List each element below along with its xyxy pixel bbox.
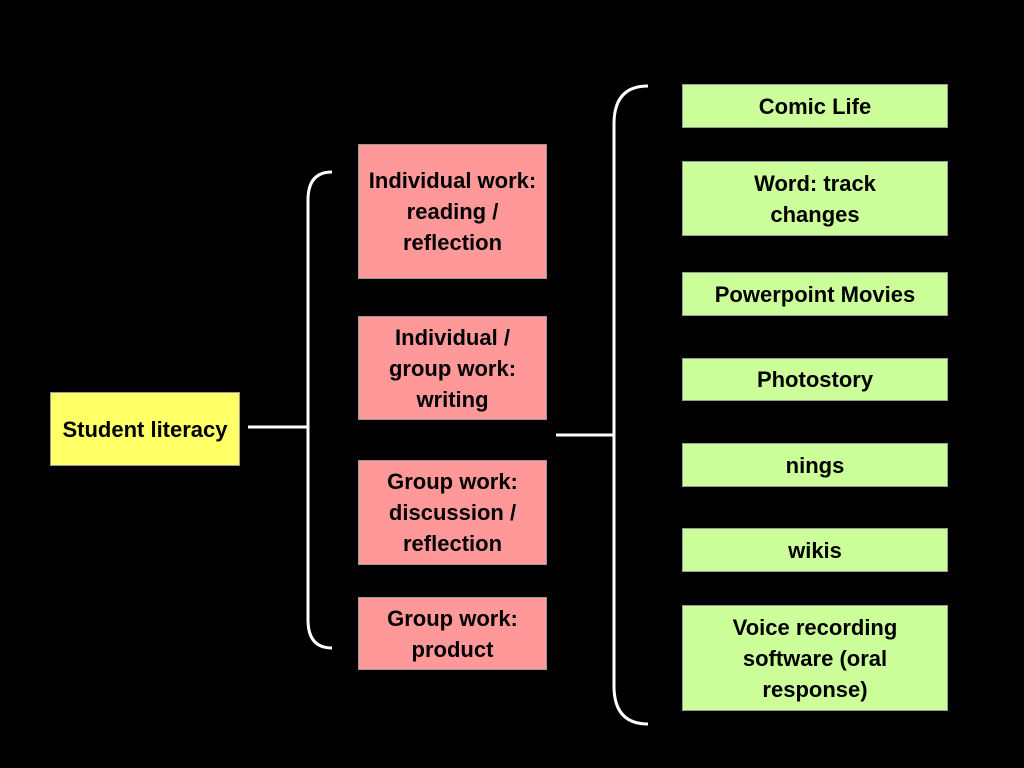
- tool-wikis-node: wikis: [682, 528, 948, 572]
- activity-label: Group work: discussion / reflection: [387, 469, 518, 556]
- activities-brace: [306, 170, 333, 650]
- tool-voice-recording-node: Voice recording software (oral response): [682, 605, 948, 711]
- tool-word-track-changes-node: Word: track changes: [682, 161, 948, 236]
- activity-label: Group work: product: [387, 605, 518, 662]
- activity-product-node: Group work: product: [358, 597, 547, 670]
- tool-comic-life-node: Comic Life: [682, 84, 948, 128]
- activity-label: Individual / group work: writing: [388, 324, 517, 412]
- tool-photostory-node: Photostory: [682, 358, 948, 401]
- student-literacy-node: Student literacy: [50, 392, 240, 466]
- activity-individual-reading-node: Individual work: reading / reflection: [358, 144, 547, 279]
- activity-writing-node: Individual / group work: writing: [358, 316, 547, 420]
- tool-label: wikis: [788, 537, 842, 563]
- tool-label: Powerpoint Movies: [714, 281, 916, 307]
- tool-label: nings: [785, 452, 845, 478]
- activity-discussion-node: Group work: discussion / reflection: [358, 460, 547, 565]
- tool-label: Photostory: [756, 367, 874, 392]
- tools-brace: [612, 84, 649, 726]
- tool-label: Voice recording software (oral response): [732, 614, 898, 702]
- tool-label: Word: track changes: [754, 170, 876, 227]
- student-literacy-label: Student literacy: [62, 416, 228, 442]
- tool-nings-node: nings: [682, 443, 948, 487]
- activity-label: Individual work: reading / reflection: [368, 168, 537, 255]
- tool-powerpoint-movies-node: Powerpoint Movies: [682, 272, 948, 316]
- tool-label: Comic Life: [758, 93, 872, 119]
